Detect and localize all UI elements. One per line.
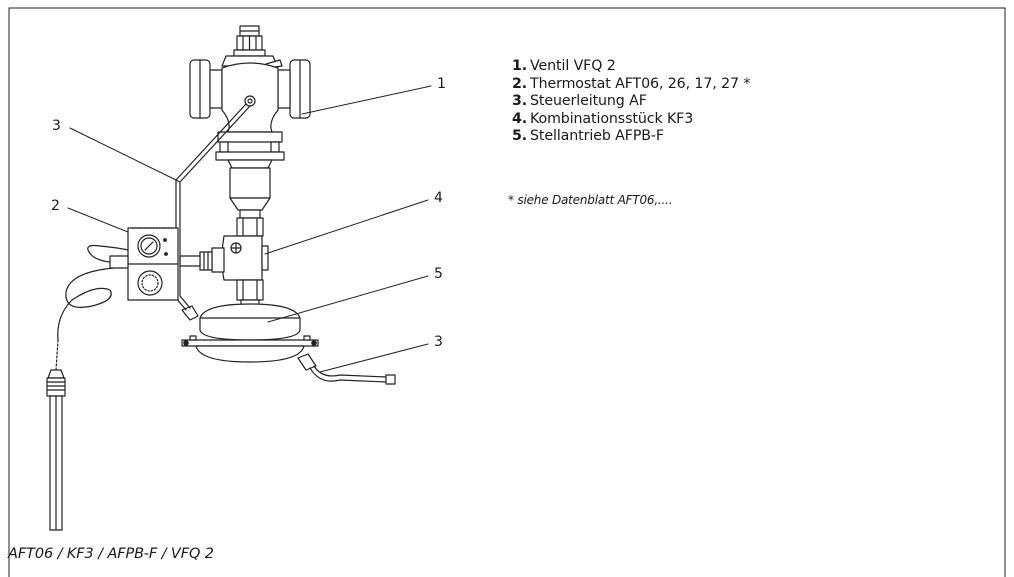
valve-vfq2 [189, 25, 311, 161]
legend-item-number: 1. [512, 58, 528, 74]
callout-2: 2 [51, 198, 60, 214]
legend-item-text: Steuerleitung AF [530, 93, 647, 110]
thermostat-aft06 [55, 227, 179, 371]
legend-item-number: 5. [512, 128, 528, 145]
legend-item-text: Thermostat AFT06, 26, 17, 27 * [530, 75, 751, 92]
legend-item: 3.Steuerleitung AF [512, 93, 750, 111]
legend-item-text: Ventil VFQ 2 [530, 58, 616, 74]
callout-3-lower: 3 [434, 334, 443, 350]
callout-4: 4 [434, 190, 443, 206]
control-line-lower [297, 353, 396, 385]
temperature-sensor [46, 369, 66, 531]
legend-item: 1.Ventil VFQ 2 [512, 58, 750, 76]
legend-item-text: Kombinationsstück KF3 [530, 110, 694, 127]
legend-item: 5.Stellantrieb AFPB-F [512, 128, 750, 146]
callout-5: 5 [434, 266, 443, 282]
legend-item-number: 4. [512, 110, 528, 127]
callout-3-upper: 3 [52, 118, 61, 134]
callout-1: 1 [437, 76, 446, 92]
legend-item: 2.Thermostat AFT06, 26, 17, 27 * [512, 76, 750, 94]
legend-item-number: 2. [512, 75, 528, 92]
legend-item-number: 3. [512, 93, 528, 110]
combination-piece-kf3 [179, 235, 269, 307]
actuator-afpb-f [181, 303, 319, 363]
legend-item: 4.Kombinationsstück KF3 [512, 111, 750, 129]
datasheet-note: * siehe Datenblatt AFT06,.... [508, 193, 673, 207]
parts-legend: 1.Ventil VFQ 2 2.Thermostat AFT06, 26, 1… [512, 58, 750, 146]
legend-item-text: Stellantrieb AFPB-F [530, 128, 664, 145]
figure-caption: AFT06 / KF3 / AFPB-F / VFQ 2 [8, 546, 214, 562]
callout-leaders [67, 85, 432, 373]
adapter-tube [227, 159, 273, 237]
